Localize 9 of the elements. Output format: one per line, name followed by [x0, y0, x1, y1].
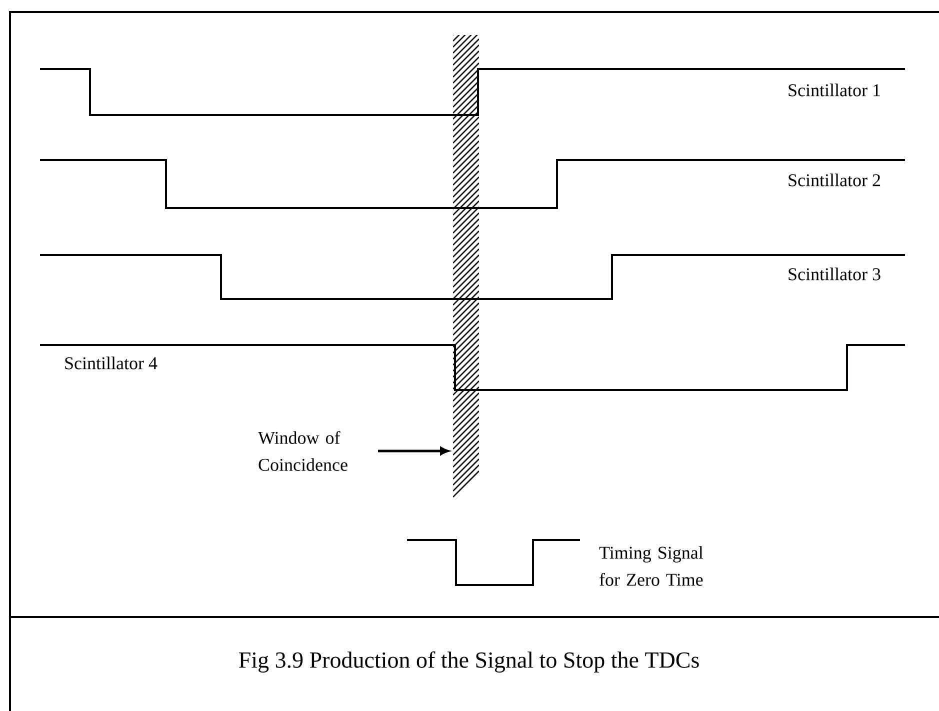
text-label: Scintillator 4 — [65, 356, 158, 370]
text-label: Scintillator 2 — [788, 174, 880, 186]
hatched-bar — [453, 35, 479, 500]
text-label: Window of Coincidence — [258, 431, 348, 471]
arrow — [378, 447, 449, 455]
text-label: Scintillator 3 — [788, 268, 880, 280]
text-label: Scintillator 1 — [788, 84, 880, 96]
text-label: Timing Signal for Zero Time — [599, 546, 704, 586]
caption: Fig 3.9 Production of the Signal to Stop the TDCs — [239, 651, 699, 673]
